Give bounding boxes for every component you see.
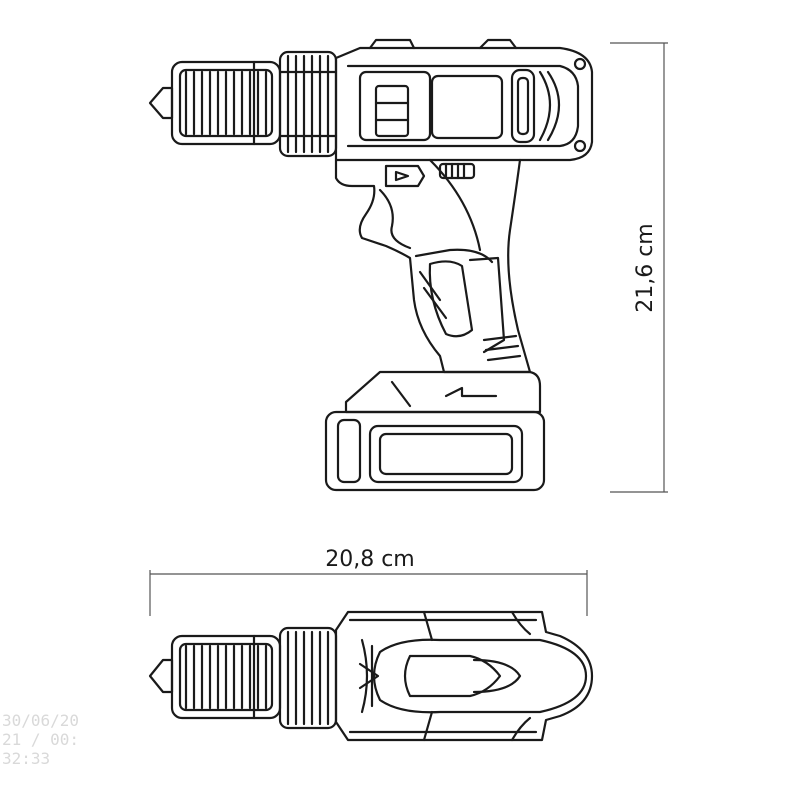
battery-outline-top <box>372 638 588 714</box>
battery-pack <box>324 370 546 492</box>
width-label: 20,8 cm <box>325 547 415 572</box>
drill-top-view <box>148 610 594 742</box>
chuck <box>170 60 282 146</box>
direction-switch <box>384 164 426 188</box>
motor-housing <box>334 38 594 162</box>
top-chuck <box>170 634 282 720</box>
grip-handle <box>334 158 532 374</box>
height-label: 21,6 cm <box>633 223 658 313</box>
battery-logo <box>444 386 498 398</box>
bit-tip <box>148 86 174 120</box>
drill-side-view <box>148 38 594 492</box>
width-dimension <box>149 570 588 616</box>
top-bit-tip <box>148 658 174 694</box>
grip-pad <box>428 260 474 338</box>
timestamp-watermark: 30/06/2021 / 00:32:33 <box>2 711 80 768</box>
height-dimension <box>610 42 668 493</box>
torque-collar <box>278 50 338 158</box>
top-housing <box>334 610 594 742</box>
top-torque-collar <box>278 626 338 730</box>
